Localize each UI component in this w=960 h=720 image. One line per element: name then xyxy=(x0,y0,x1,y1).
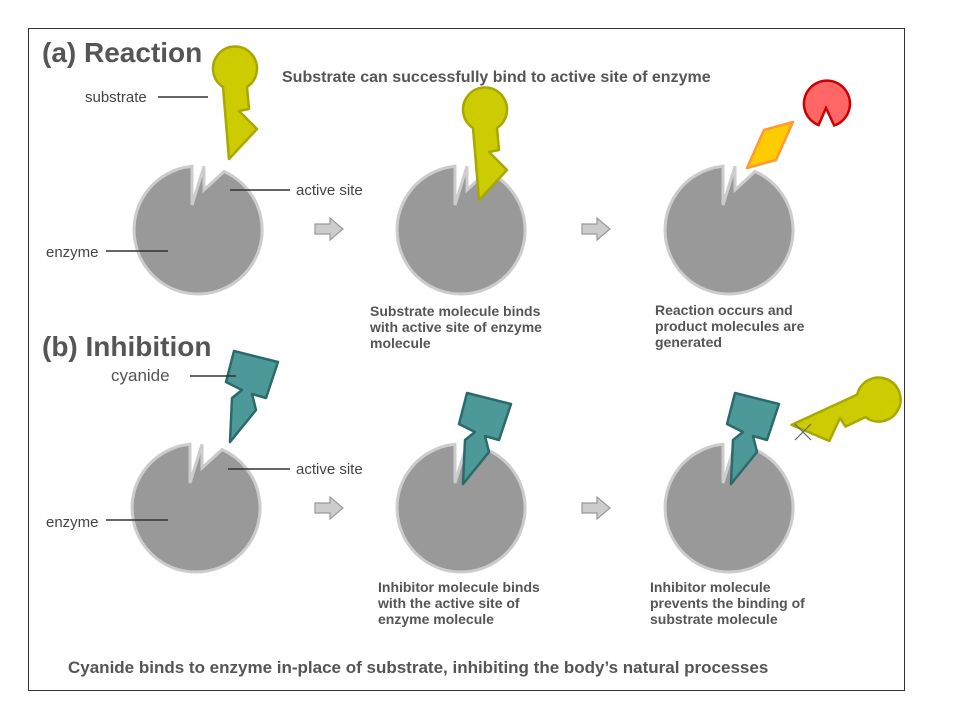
enzyme-1 xyxy=(132,164,264,296)
footer-caption: Cyanide binds to enzyme in-place of subs… xyxy=(68,658,768,677)
product-red xyxy=(802,79,852,128)
label-cyanide: cyanide xyxy=(111,366,170,385)
arrow-right-icon xyxy=(314,216,344,242)
caption-substrate-binds: Substrate molecule binds with active sit… xyxy=(369,303,546,351)
arrow-right-icon xyxy=(314,495,344,521)
arrow-right-icon xyxy=(581,495,611,521)
enzyme-4 xyxy=(130,442,262,574)
enzyme-6 xyxy=(663,442,795,574)
caption-inhibitor-prevents: Inhibitor molecule prevents the binding … xyxy=(650,579,809,627)
arrow-right-icon xyxy=(581,216,611,242)
substrate-1 xyxy=(211,45,259,161)
caption-inhibitor-binds: Inhibitor molecule binds with the active… xyxy=(377,579,544,627)
caption-reaction-occurs: Reaction occurs and product molecules ar… xyxy=(655,302,808,350)
enzyme-2 xyxy=(395,164,527,296)
label-enzyme-1: enzyme xyxy=(46,244,99,261)
product-orange xyxy=(745,120,795,170)
label-active-site-2: active site xyxy=(296,461,363,478)
label-active-site-1: active site xyxy=(296,182,363,199)
label-substrate: substrate xyxy=(85,89,147,106)
blocked-cross-icon xyxy=(794,423,812,441)
enzyme-3 xyxy=(663,164,795,296)
enzyme-5 xyxy=(395,442,527,574)
label-enzyme-2: enzyme xyxy=(46,514,99,531)
reaction-subtitle: Substrate can successfully bind to activ… xyxy=(282,69,711,86)
substrate-blocked xyxy=(784,370,909,453)
reaction-title: (a) Reaction xyxy=(42,37,202,68)
inhibition-title: (b) Inhibition xyxy=(42,331,212,362)
inhibitor-1 xyxy=(224,349,280,444)
